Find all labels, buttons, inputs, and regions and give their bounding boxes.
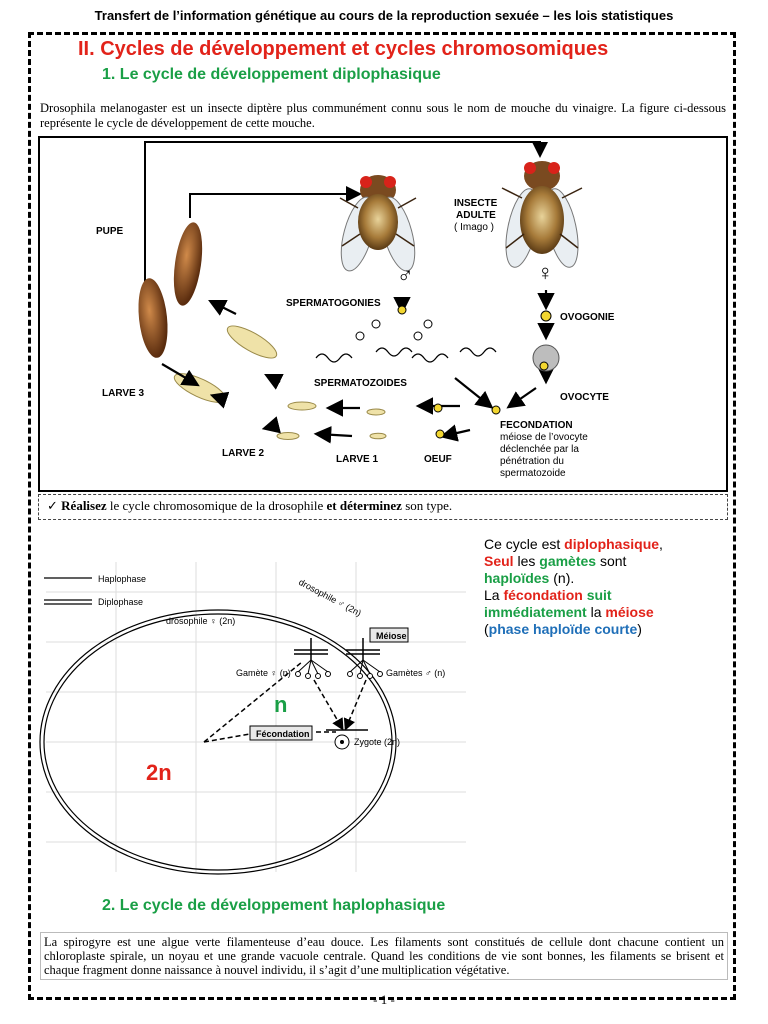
larve1-label: LARVE 1: [336, 454, 378, 465]
fec-label-1: FECONDATION: [500, 420, 573, 431]
larva-icon: [173, 325, 387, 440]
answer-line6-c: ): [637, 621, 642, 637]
meiose-label: Méiose: [376, 631, 407, 641]
diplophase-legend: Diplophase: [98, 597, 143, 607]
fec-label-2: méiose de l’ovocyte: [500, 432, 588, 443]
answer-line3-b: (n).: [549, 570, 575, 586]
answer-text: Ce cycle est diplophasique, Seul les gam…: [484, 536, 724, 638]
ovogonie-cell: [540, 310, 552, 322]
fec-label-5: spermatozoide: [500, 468, 566, 479]
ovocyte-cell: [532, 344, 560, 372]
task-text-end: son type.: [401, 498, 453, 513]
male-gamete-label: Gamètes ♂ (n): [386, 668, 445, 678]
haploid-n-label: n: [274, 692, 287, 717]
drosophila-cycle-figure: INSECTE ADULTE ( Imago ) ♂ ♀ PUPE LARVE …: [38, 136, 728, 492]
adult-label-1: INSECTE: [454, 198, 498, 209]
answer-line2-b: les: [513, 553, 540, 569]
answer-meiose: méiose: [605, 604, 654, 620]
answer-haploides: haploïdes: [484, 570, 550, 586]
answer-fecondation: fécondation: [503, 587, 583, 603]
answer-diplophasique: diplophasique: [564, 536, 660, 552]
female-symbol: ♀: [537, 260, 554, 285]
oeuf-label: OEUF: [424, 454, 452, 465]
spermatozoa-icon: [315, 305, 497, 363]
task-verb-1: Réalisez: [61, 498, 107, 513]
answer-phase-haploide: phase haploïde courte: [488, 621, 638, 637]
female-gamete-label: Gamète ♀ (n): [236, 668, 291, 678]
subsection-title-1: 1. Le cycle de développement diplophasiq…: [102, 66, 441, 83]
checkmark-icon: ✓: [47, 498, 58, 513]
spermatozoides-label: SPERMATOZOIDES: [314, 378, 407, 389]
drosophila-cycle-diagram: INSECTE ADULTE ( Imago ) ♂ ♀ PUPE LARVE …: [96, 141, 615, 479]
male-2n-label: drosophile ♂ (2n): [297, 577, 363, 618]
answer-line1-a: Ce cycle est: [484, 536, 565, 552]
page-number: - 1 -: [373, 992, 395, 1007]
spirogyre-paragraph: La spirogyre est une algue verte filamen…: [40, 932, 728, 980]
spermatogonies-label: SPERMATOGONIES: [286, 298, 381, 309]
fec-label-4: pénétration du: [500, 456, 564, 467]
page-frame: [28, 32, 736, 1000]
answer-suit: suit: [582, 587, 612, 603]
ovocyte-label: OVOCYTE: [560, 392, 609, 403]
larve2-label: LARVE 2: [222, 448, 264, 459]
answer-line2-d: sont: [596, 553, 627, 569]
meiose-box: [369, 627, 409, 643]
adult-label-3: ( Imago ): [454, 222, 494, 233]
intro-paragraph: Drosophila melanogaster est un insecte d…: [40, 101, 726, 130]
answer-gametes: gamètes: [539, 553, 597, 569]
male-symbol: ♂: [397, 262, 414, 287]
haplophase-legend: Haplophase: [98, 574, 146, 584]
chromosomal-cycle-figure: Haplophase Diplophase drosophile ♀ (2n) …: [39, 562, 466, 875]
section-title: II. Cycles de développement et cycles ch…: [78, 38, 609, 60]
ovogonie-label: OVOGONIE: [560, 312, 615, 323]
pupe-label: PUPE: [96, 226, 124, 237]
answer-line4-a: La: [484, 587, 504, 603]
answer-line6-a: (: [484, 621, 489, 637]
fec-label-3: déclenchée par la: [500, 444, 579, 455]
answer-immediatement: immédiatement: [484, 604, 587, 620]
fecondation-box: [249, 725, 313, 741]
adult-label-2: ADULTE: [456, 210, 496, 221]
male-fly-icon: [339, 175, 417, 272]
answer-line5-b: la: [586, 604, 606, 620]
egg-icon: [433, 403, 501, 439]
female-2n-label: drosophile ♀ (2n): [166, 616, 235, 626]
subsection-title-2: 2. Le cycle de développement haplophasiq…: [102, 897, 446, 914]
fecondation-label: Fécondation: [256, 729, 310, 739]
page-header: Transfert de l’information génétique au …: [94, 8, 674, 23]
diploid-2n-label: 2n: [146, 760, 172, 785]
female-fly-icon: [501, 161, 583, 268]
answer-line1-c: ,: [659, 536, 663, 552]
diplophase-circle: [39, 609, 397, 875]
task-verb-2: et déterminez: [326, 498, 402, 513]
answer-seul: Seul: [484, 553, 514, 569]
task-text-mid: le cycle chromosomique de la drosophile: [106, 498, 327, 513]
zygote-label: Zygote (2n): [354, 737, 400, 747]
task-box: ✓ Réalisez le cycle chromosomique de la …: [38, 494, 728, 520]
larve3-label: LARVE 3: [102, 388, 144, 399]
pupa-icon: [138, 222, 203, 358]
